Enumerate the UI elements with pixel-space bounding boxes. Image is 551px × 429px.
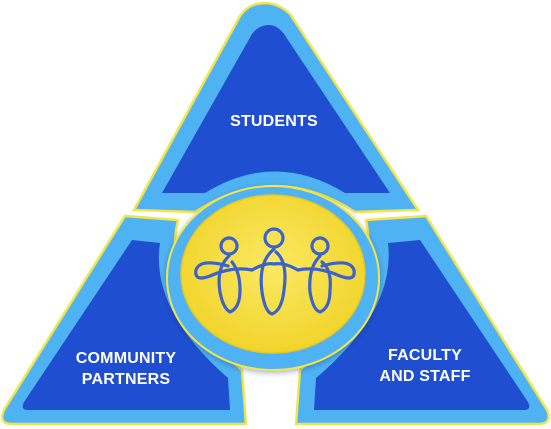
- faculty-staff-inner-shape: [314, 240, 530, 410]
- community-partners-inner-shape: [22, 240, 230, 410]
- students-inner-shape: [162, 25, 390, 193]
- faculty-staff-label-line-1: FACULTY: [388, 347, 462, 364]
- center-emblem: [166, 185, 380, 371]
- faculty-staff-label-line-2: AND STAFF: [379, 368, 470, 385]
- three-people-linked-arms-icon: [194, 227, 356, 316]
- students-segment: STUDENTS: [131, 1, 421, 214]
- students-label: STUDENTS: [230, 113, 318, 130]
- community-partners-label-line-1: COMMUNITY: [76, 350, 177, 367]
- community-partners-label-line-2: PARTNERS: [82, 371, 171, 388]
- emblem-inner-disc: [180, 194, 366, 354]
